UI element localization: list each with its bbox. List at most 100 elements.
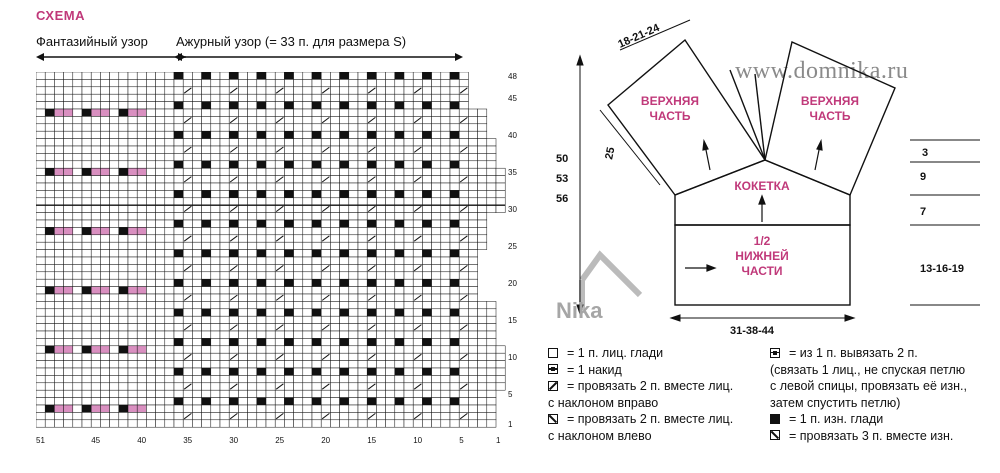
grid-cell xyxy=(173,190,184,199)
grid-cell xyxy=(146,130,156,139)
grid-cell xyxy=(54,323,64,332)
grid-cell xyxy=(468,116,478,125)
grid-cell xyxy=(394,330,405,339)
grid-cell xyxy=(422,397,432,406)
grid-cell xyxy=(320,153,331,162)
fancy-pattern-label: Фантазийный узор xyxy=(36,34,148,49)
legend-item: = провязать 2 п. вместе лиц. xyxy=(548,379,733,396)
grid-cell xyxy=(182,308,193,317)
grid-cell xyxy=(256,160,267,169)
grid-cell xyxy=(81,278,92,287)
grid-cell xyxy=(330,138,340,147)
grid-cell xyxy=(109,301,120,310)
lace-pattern-label: Ажурный узор (= 33 п. для размера S) xyxy=(176,34,407,49)
grid-cell xyxy=(228,79,239,88)
grid-cell xyxy=(284,360,294,369)
grid-cell xyxy=(164,389,175,398)
grid-cell xyxy=(495,352,506,361)
grid-cell xyxy=(127,389,138,398)
grid-cell xyxy=(146,264,156,273)
grid-cell xyxy=(357,212,368,221)
grid-cell xyxy=(109,227,120,236)
grid-cell xyxy=(412,93,423,102)
grid-cell xyxy=(256,145,267,154)
row-number: 35 xyxy=(508,168,517,178)
grid-cell xyxy=(72,375,83,384)
grid-cell xyxy=(90,212,101,221)
grid-cell xyxy=(412,315,423,324)
legend-text: = провязать 3 п. вместе изн. xyxy=(789,428,954,443)
grid-cell xyxy=(357,360,368,369)
grid-cell xyxy=(449,375,460,384)
grid-cell xyxy=(192,286,202,295)
grid-cell xyxy=(72,352,83,361)
decrease-mark xyxy=(413,353,422,361)
grid-cell xyxy=(72,315,83,324)
legend-item: с левой спицы, провязать её изн., xyxy=(770,379,967,396)
grid-cell xyxy=(385,101,396,110)
grid-cell xyxy=(155,182,166,191)
grid-cell xyxy=(366,315,377,324)
grid-cell xyxy=(228,308,239,317)
grid-cell xyxy=(238,93,248,102)
grid-cell xyxy=(136,108,147,117)
grid-cell xyxy=(201,93,212,102)
grid-cell xyxy=(100,256,110,265)
grid-cell xyxy=(357,130,368,139)
grid-cell xyxy=(348,123,359,132)
grid-cell xyxy=(90,204,101,213)
grid-cell xyxy=(256,153,267,162)
grid-cell xyxy=(201,160,212,169)
grid-cell xyxy=(330,301,340,310)
grid-cell xyxy=(155,197,166,206)
grid-cell xyxy=(238,293,248,302)
decrease-mark xyxy=(183,87,192,94)
decrease-mark xyxy=(275,324,284,331)
grid-cell xyxy=(394,271,405,280)
grid-cell xyxy=(366,241,377,250)
grid-cell xyxy=(431,286,442,295)
grid-cell xyxy=(486,175,497,184)
grid-cell xyxy=(72,278,83,287)
grid-cell xyxy=(422,375,432,384)
grid-cell xyxy=(495,382,506,391)
grid-cell xyxy=(127,116,138,125)
grid-cell xyxy=(376,375,386,384)
grid-cell xyxy=(449,249,460,258)
grid-cell xyxy=(54,389,64,398)
grid-cell xyxy=(274,182,285,191)
grid-cell xyxy=(72,227,83,236)
grid-cell xyxy=(127,212,138,221)
grid-cell xyxy=(376,271,386,280)
grid-cell xyxy=(201,419,212,428)
grid-cell xyxy=(274,419,285,428)
grid-cell xyxy=(449,382,460,391)
grid-cell xyxy=(339,72,350,80)
grid-cell xyxy=(256,212,267,221)
grid-cell xyxy=(486,204,497,213)
grid-cell xyxy=(376,93,386,102)
grid-cell xyxy=(320,190,331,199)
grid-cell xyxy=(403,293,414,302)
row-number: 25 xyxy=(508,242,517,252)
row-number: 5 xyxy=(508,390,513,400)
grid-cell xyxy=(348,345,359,354)
grid-cell xyxy=(146,160,156,169)
grid-cell xyxy=(228,397,239,406)
grid-cell xyxy=(311,330,322,339)
grid-cell xyxy=(458,190,469,199)
grid-cell xyxy=(100,264,110,273)
grid-cell xyxy=(72,101,83,110)
grid-cell xyxy=(54,338,64,347)
grid-cell xyxy=(44,293,55,302)
grid-cell xyxy=(366,108,377,117)
grid-cell xyxy=(339,301,350,310)
grid-cell xyxy=(136,367,147,376)
grid-cell xyxy=(256,123,267,132)
grid-cell xyxy=(422,108,432,117)
grid-cell xyxy=(118,175,129,184)
grid-cell xyxy=(173,404,184,413)
grid-cell xyxy=(63,419,74,428)
grid-cell xyxy=(477,241,488,250)
grid-cell xyxy=(302,138,313,147)
